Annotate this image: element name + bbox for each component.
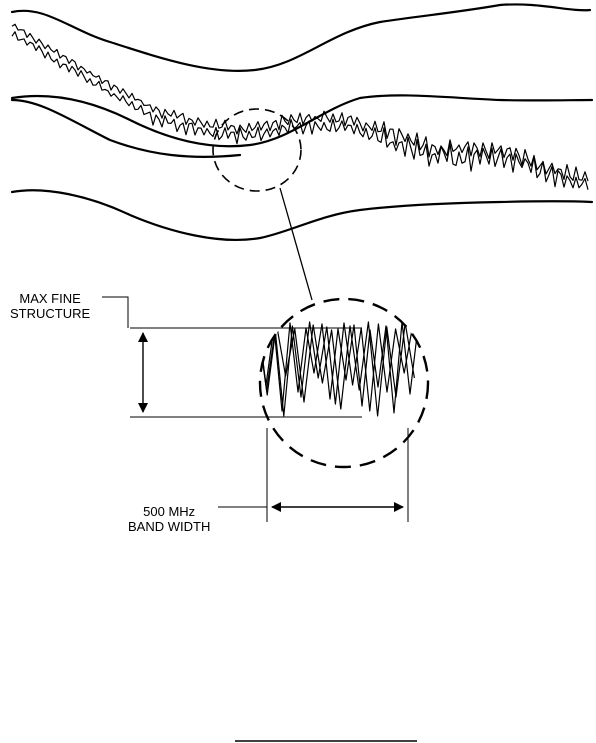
measured-spectrum-line: [11, 23, 589, 182]
max-fine-structure-line-1: MAX FINE: [19, 291, 81, 306]
fine-structure-zoom-trace: [260, 321, 419, 417]
bandwidth-label: 500 MHz BAND WIDTH: [128, 504, 210, 534]
fine-structure-line: [260, 321, 415, 417]
max-fine-structure-leader: [102, 296, 129, 328]
magnifier-source-circle: [212, 108, 302, 192]
upper-envelope-trace: [10, 3, 592, 72]
max-fine-structure-label: MAX FINE STRUCTURE: [10, 291, 90, 321]
measured-spectrum-trace: [11, 23, 589, 190]
measured-spectrum-line: [11, 31, 589, 190]
magnifier-connector-line: [279, 187, 313, 301]
bottom-envelope-trace: [10, 189, 594, 242]
bandwidth-line-2: BAND WIDTH: [128, 519, 211, 534]
max-fine-structure-line-2: STRUCTURE: [10, 306, 91, 321]
bandwidth-line-1: 500 MHz: [143, 504, 196, 519]
mid-envelope-trace: [10, 94, 594, 148]
lower-mid-envelope-trace: [10, 98, 242, 158]
magnified-view-circle: [258, 297, 430, 469]
fine-structure-line: [260, 321, 419, 414]
fine-structure-line: [260, 321, 414, 417]
